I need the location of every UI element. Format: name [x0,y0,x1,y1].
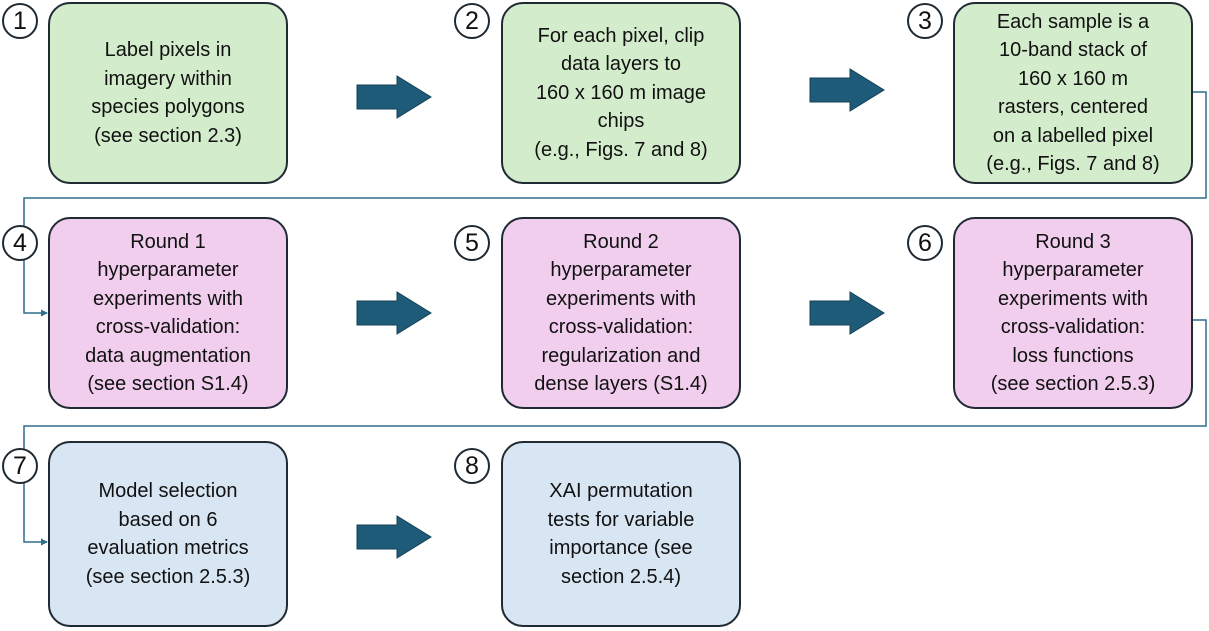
step-2-line: 160 x 160 m image [535,81,707,104]
step-5-line: Round 2 [583,230,659,253]
step-1-number: 1 [2,3,38,39]
step-2-line: chips [597,110,645,133]
step-8-number: 8 [454,448,490,484]
step-7-box: Model selection based on 6 evaluation me… [48,441,288,627]
step-5-line: hyperparameter [550,259,692,281]
step-8-line: section 2.5.4) [560,565,682,588]
step-5-line: experiments with [545,287,697,310]
step-3-line: on a labelled pixel [992,124,1154,147]
step-7-line: Model selection [98,480,238,502]
step-6-line: loss functions [1012,344,1134,367]
step-4-line: cross-validation: [95,316,241,338]
step-7-line: based on 6 [118,508,218,531]
step-3-box: Each sample is a 10-band stack of 160 x … [953,2,1193,184]
step-5-line: dense layers (S1.4) [534,373,708,395]
step-3-number: 3 [907,3,943,39]
step-6-line: cross-validation: [1000,316,1146,338]
step-3-line: 160 x 160 m [1017,67,1129,90]
step-2-line: data layers to [560,53,682,76]
step-4-line: data augmentation [85,344,251,367]
step-4-line: experiments with [92,287,244,310]
step-4-line: hyperparameter [97,259,239,281]
arrow-2-to-3 [809,68,885,112]
step-7-number: 7 [2,448,38,484]
step-3-line: Each sample is a [996,10,1150,33]
step-3-line: (e.g., Figs. 7 and 8) [986,153,1160,175]
connector-3-to-4 [23,91,1207,317]
connector-6-to-7 [23,319,1207,546]
step-5-number: 5 [454,225,490,261]
step-7-line: evaluation metrics [87,537,249,559]
step-1-line: imagery within [104,67,232,90]
step-8-box: XAI permutation tests for variable impor… [501,441,741,627]
step-3-line: 10-band stack of [999,39,1147,61]
step-1-box: Label pixels in imagery within species p… [48,2,288,184]
step-7-line: (see section 2.5.3) [85,565,251,588]
step-8-line: tests for variable [547,508,695,531]
step-2-number: 2 [454,3,490,39]
step-2-box: For each pixel, clip data layers to 160 … [501,2,741,184]
step-4-box: Round 1 hyperparameter experiments with … [48,217,288,409]
step-4-line: Round 1 [130,230,206,253]
step-3-line: rasters, centered [997,96,1149,118]
step-5-line: cross-validation: [548,316,694,338]
step-2-line: (e.g., Figs. 7 and 8) [534,138,708,161]
step-6-number: 6 [907,225,943,261]
step-1-line: species polygons [91,96,245,118]
step-5-line: regularization and [541,344,701,367]
step-5-box: Round 2 hyperparameter experiments with … [501,217,741,409]
step-6-line: experiments with [997,287,1149,310]
arrow-4-to-5 [356,291,432,335]
step-4-number: 4 [2,225,38,261]
step-2-line: For each pixel, clip [537,24,705,47]
arrow-5-to-6 [809,291,885,335]
step-6-line: (see section 2.5.3) [990,373,1156,395]
step-4-line: (see section S1.4) [87,373,249,395]
step-1-line: Label pixels in [104,39,232,61]
arrow-1-to-2 [356,75,432,119]
step-8-line: importance (see [549,537,693,559]
step-8-line: XAI permutation [549,480,693,502]
step-6-box: Round 3 hyperparameter experiments with … [953,217,1193,409]
step-1-line: (see section 2.3) [94,124,242,147]
step-6-line: Round 3 [1035,230,1111,253]
arrow-7-to-8 [356,515,432,559]
step-6-line: hyperparameter [1002,259,1144,281]
